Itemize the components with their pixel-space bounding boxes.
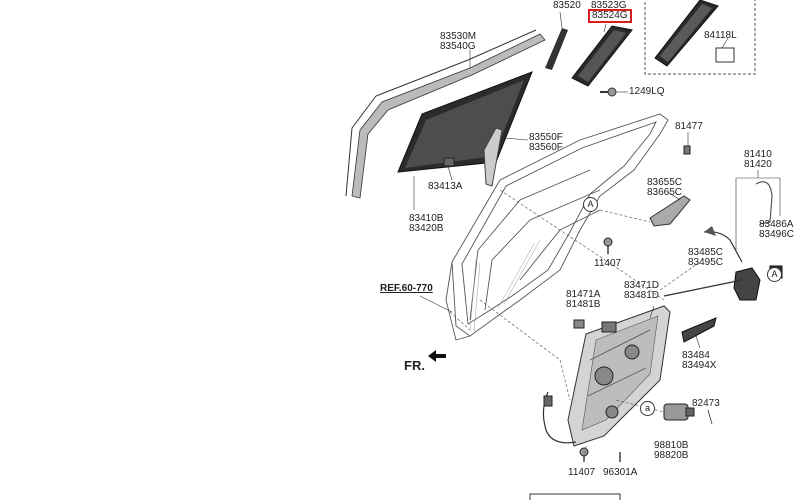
weatherstrip [351,33,546,199]
glass-clip [443,157,455,167]
label-84118l: 84118L [704,30,737,41]
label-11407-upper: 11407 [594,258,622,269]
bolt-11407-lower [579,447,589,462]
door-glass [397,71,533,173]
marker-a-right: A [767,267,782,282]
bolt-11407-upper [603,237,613,254]
quarter-glass [571,25,633,87]
label-11407-lower: 11407 [568,467,596,478]
label-96301a: 96301A [603,467,638,478]
door-latch [733,181,783,301]
channel-strip [545,28,568,70]
label-83520: 83520 [553,0,581,11]
trim-bracket [649,195,691,227]
window-regulator [567,305,671,447]
label-83413a: 83413A [428,181,463,192]
bolt-1249lq [600,87,617,97]
door-frame [445,113,669,341]
front-label: FR. [404,358,425,373]
bottom-box-partial [529,493,621,500]
inset-box [644,0,756,75]
reference-label: REF.60-770 [380,283,433,294]
glass-guide-rail [483,127,503,187]
label-83523g: 83523G [591,0,627,11]
label-82473: 82473 [692,398,720,409]
link-rod [663,279,743,297]
clip-81471a [573,319,617,333]
label-81477: 81477 [675,121,703,132]
front-arrow-icon [428,350,446,362]
label-1249lq: 1249LQ [629,86,665,97]
label-83524g-highlighted: 83524G [588,9,632,23]
clip-81477 [683,145,691,155]
quarter-glass-inset [654,0,719,67]
marker-a-lower: a [640,401,655,416]
trim-pad [681,317,717,343]
label-sticker [715,47,735,63]
marker-a-upper: A [583,197,598,212]
window-motor [663,403,695,421]
